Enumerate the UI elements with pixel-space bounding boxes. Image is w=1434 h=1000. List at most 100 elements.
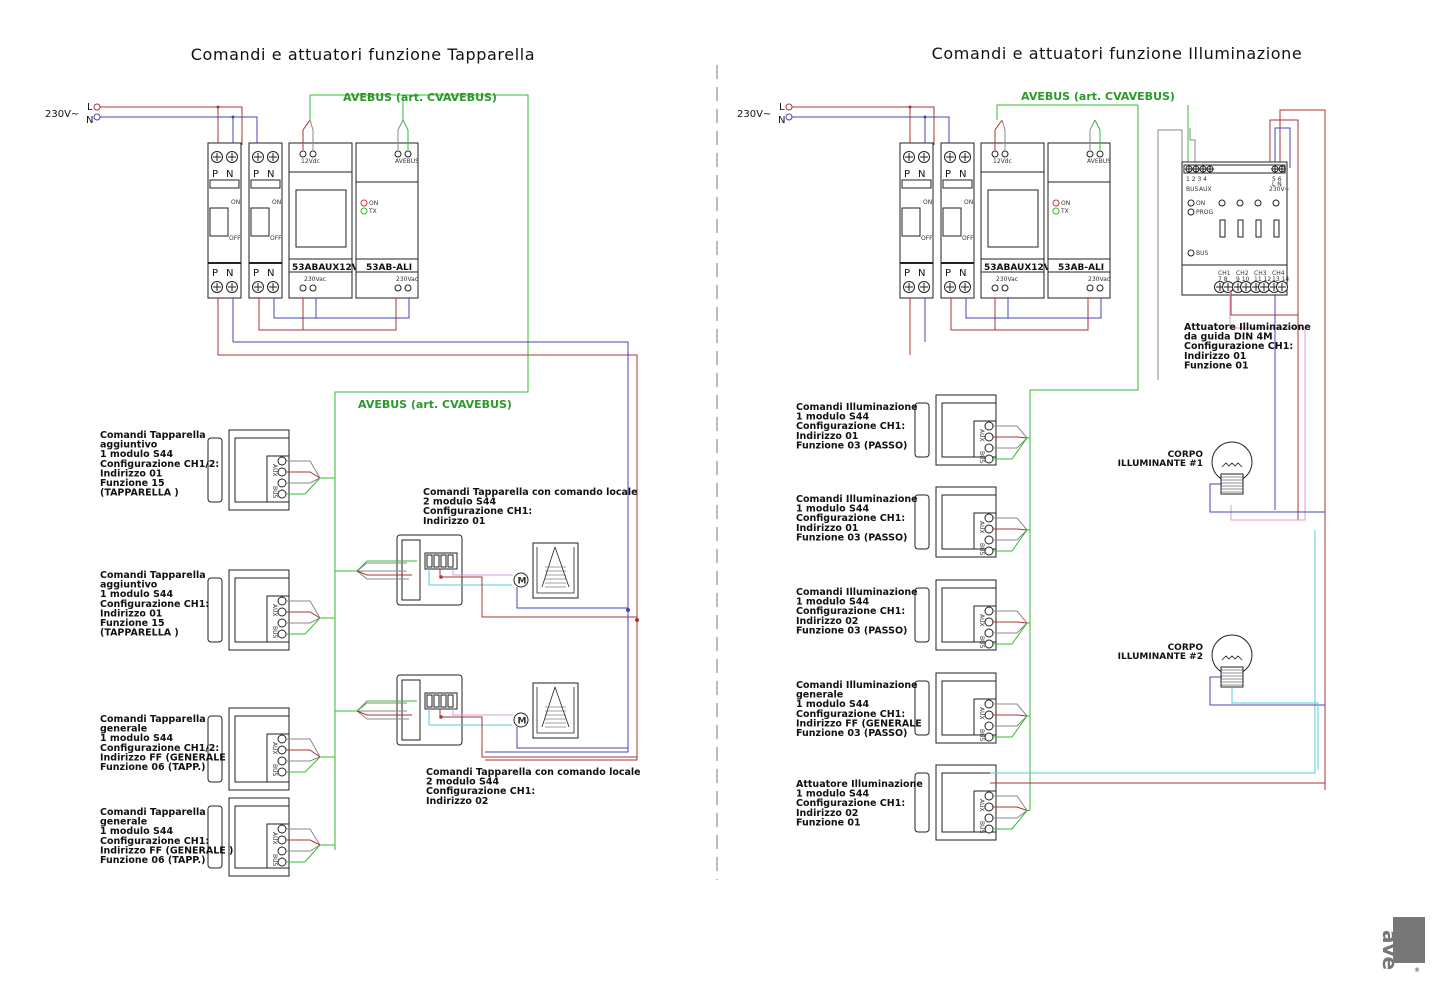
wire — [452, 569, 513, 576]
label-line: Comandi Illuminazione — [796, 494, 918, 505]
junction — [626, 608, 630, 612]
avebus-line — [1029, 105, 1139, 810]
screw-terminal — [984, 721, 994, 731]
label-line: Indirizzo 01 — [100, 468, 162, 479]
relay — [426, 554, 433, 568]
label-line: Indirizzo 02 — [796, 616, 858, 627]
label: N — [267, 268, 274, 279]
label-line: Funzione 01 — [1184, 360, 1249, 371]
label: 12Vdc — [301, 158, 320, 165]
screw-terminal — [984, 824, 994, 834]
screw-slot — [213, 283, 221, 291]
neutral-feed — [232, 298, 410, 342]
label: AUX — [1199, 186, 1212, 193]
label-line: Attuatore Illuminazione — [1184, 322, 1311, 333]
module-plate — [914, 494, 930, 550]
relay — [447, 554, 454, 568]
terminal — [299, 150, 307, 158]
breaker-lever — [942, 207, 962, 237]
bus-label: BUS — [978, 543, 985, 556]
wire — [286, 756, 321, 773]
wire — [286, 471, 321, 479]
label-line: 1 modulo S44 — [100, 449, 173, 460]
label-line: Indirizzo 02 — [426, 796, 488, 807]
screw-terminal — [984, 802, 994, 812]
wire — [286, 600, 321, 619]
ali-model: 53AB-ALI — [1058, 263, 1104, 273]
label: AVEBUS — [395, 158, 419, 165]
screw-terminal — [984, 513, 994, 523]
registered-mark: ® — [1414, 967, 1420, 974]
label-line: Funzione 01 — [796, 817, 861, 828]
label: BUS — [1196, 250, 1209, 257]
label-line: 1 modulo S44 — [100, 733, 173, 744]
wire — [993, 810, 1028, 830]
bus-label: BUS — [978, 636, 985, 649]
ali-model: 53AB-ALI — [366, 263, 412, 273]
channel-led — [1236, 199, 1244, 207]
label-strip — [288, 258, 353, 273]
label: BUS — [1186, 186, 1199, 193]
wire — [356, 560, 417, 572]
label: ON — [1196, 200, 1205, 207]
wire — [356, 710, 412, 716]
psu-window — [987, 189, 1039, 248]
label: P — [253, 268, 259, 279]
module-plate — [914, 587, 930, 643]
label-line: Configurazione CH1: — [796, 513, 905, 524]
wire — [1230, 290, 1298, 316]
line-feed — [909, 298, 1089, 355]
label-line: 1 modulo S44 — [796, 504, 869, 515]
label-line: Configurazione CH1/2: — [100, 459, 219, 470]
terminal — [991, 150, 999, 158]
channel-terminals: 13 14 — [1272, 276, 1289, 283]
motor-icon — [513, 572, 529, 588]
neutral-feed — [924, 298, 1102, 342]
wire — [356, 570, 412, 576]
wire — [286, 828, 321, 846]
screw-terminal — [277, 734, 287, 744]
wire — [993, 436, 1028, 439]
label-strip — [1047, 258, 1111, 273]
junction — [216, 105, 220, 109]
wire — [428, 569, 512, 586]
aux-label: AUX — [978, 429, 985, 442]
avebus-line — [309, 94, 529, 850]
breaker-lever — [901, 207, 921, 237]
wire — [993, 528, 1028, 531]
module-plate — [914, 680, 930, 736]
screw-slot — [946, 153, 954, 161]
module-plate — [914, 402, 930, 458]
ali-body — [1047, 142, 1111, 299]
divider — [941, 262, 974, 264]
divider — [249, 262, 282, 264]
label: P — [904, 268, 910, 279]
wire — [286, 844, 321, 852]
screw-terminal — [277, 857, 287, 867]
screw-terminal — [984, 443, 994, 453]
junction — [923, 115, 927, 119]
channel-led — [1272, 199, 1280, 207]
terminal — [404, 150, 412, 158]
wire — [286, 749, 321, 758]
label-line: Funzione 15 — [100, 478, 165, 489]
neutral-return — [233, 341, 629, 753]
aux-label: AUX — [271, 464, 278, 477]
label-line: da guida DIN 4M — [1184, 332, 1273, 343]
label: OFF — [270, 235, 282, 242]
label-strip — [355, 258, 419, 273]
terminal — [1001, 284, 1009, 292]
motor-icon — [513, 712, 529, 728]
screw-slot — [1278, 165, 1286, 173]
terminal — [1001, 150, 1009, 158]
channel-switch — [1273, 219, 1280, 238]
tx-led — [1052, 207, 1060, 215]
wire — [1229, 290, 1306, 521]
junction — [635, 618, 639, 622]
breaker-window — [209, 179, 240, 189]
screw-terminal — [277, 607, 287, 617]
label-line: 2 modulo S44 — [426, 777, 499, 788]
